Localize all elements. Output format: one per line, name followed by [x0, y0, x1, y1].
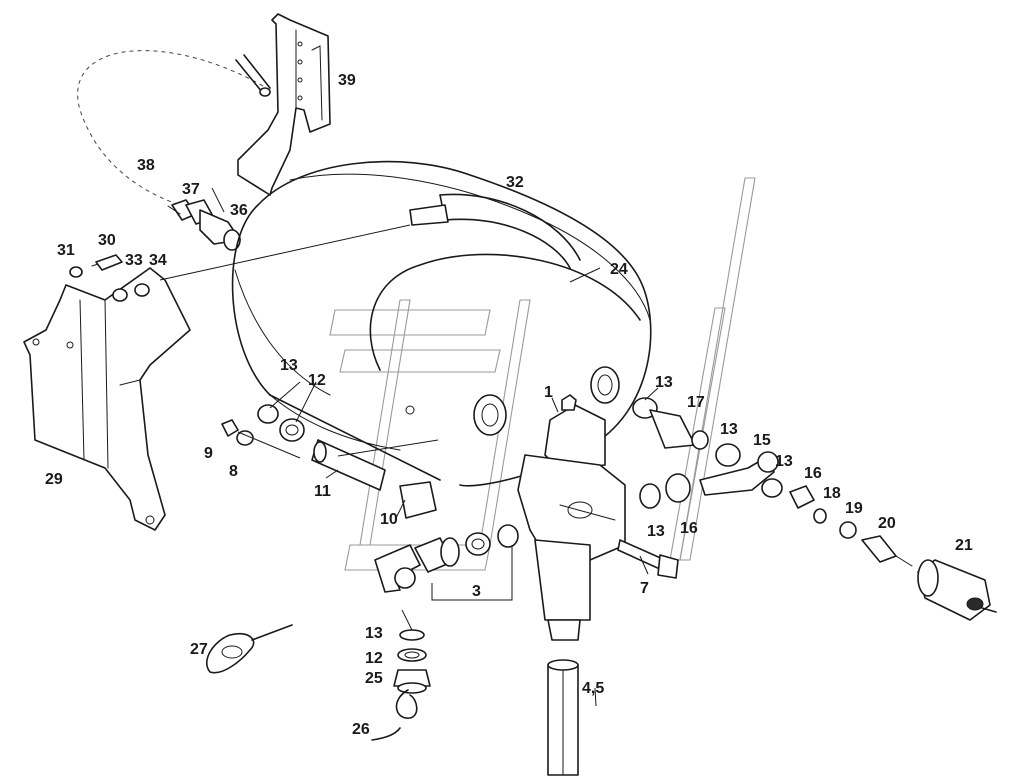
callout-8: 8	[229, 463, 238, 480]
callout-13-banjo: 13	[775, 453, 793, 470]
callout-labels: 1 3 4,5 7 8 9 10 11 12 12 13 13 13 13 13…	[45, 72, 973, 738]
air-tank	[231, 160, 652, 487]
callout-38: 38	[137, 157, 155, 174]
callout-3: 3	[472, 583, 481, 600]
callout-19: 19	[845, 500, 863, 517]
cable-tie-27	[206, 624, 293, 674]
callout-27: 27	[190, 641, 208, 658]
callout-12-stack: 12	[365, 650, 383, 667]
callout-4-5: 4,5	[582, 680, 604, 697]
mounting-bracket-29	[23, 267, 191, 531]
tank-bracket-upper	[237, 13, 331, 196]
callout-39: 39	[338, 72, 356, 89]
callout-29: 29	[45, 471, 63, 488]
callout-17: 17	[687, 394, 705, 411]
callout-9: 9	[204, 445, 213, 462]
callout-37: 37	[182, 181, 200, 198]
callout-1: 1	[544, 384, 553, 401]
seal-stack-13-12-25	[371, 609, 431, 741]
seal-13-12-bolt-11	[257, 404, 439, 519]
callout-33: 33	[125, 252, 143, 269]
callout-13-port: 13	[655, 374, 673, 391]
fitting-37-36	[167, 199, 241, 251]
callout-26: 26	[352, 721, 370, 738]
callout-24: 24	[610, 261, 628, 278]
callout-21: 21	[955, 537, 973, 554]
callout-7: 7	[640, 580, 649, 597]
callout-34: 34	[149, 252, 167, 269]
callout-10: 10	[380, 511, 398, 528]
callout-13-fitting: 13	[720, 421, 738, 438]
callout-16-right: 16	[804, 465, 822, 482]
pressure-regulator-valve	[517, 394, 626, 641]
callout-20: 20	[878, 515, 896, 532]
callout-13-stack: 13	[365, 625, 383, 642]
hose-38	[77, 50, 271, 206]
callout-15: 15	[753, 432, 771, 449]
callout-18: 18	[823, 485, 841, 502]
callout-13-valve: 13	[647, 523, 665, 540]
nut-washer-9-8	[221, 419, 301, 459]
callout-11: 11	[314, 483, 331, 500]
tube-4-5	[547, 659, 579, 776]
sensor-21	[917, 559, 997, 621]
callout-25: 25	[365, 670, 383, 687]
callout-16-lower: 16	[680, 520, 698, 537]
callout-31: 31	[57, 242, 75, 259]
bolt-7	[617, 539, 679, 579]
callout-12-tank: 12	[308, 372, 326, 389]
callout-36: 36	[230, 202, 248, 219]
elbow-fitting-3	[374, 524, 519, 593]
callout-30: 30	[98, 232, 116, 249]
fitting-chain-17-20	[632, 397, 913, 567]
callout-13-tank: 13	[280, 357, 298, 374]
leader-lines	[211, 187, 659, 707]
hardware-31-30-33-34	[69, 254, 150, 302]
callout-32: 32	[506, 174, 524, 191]
